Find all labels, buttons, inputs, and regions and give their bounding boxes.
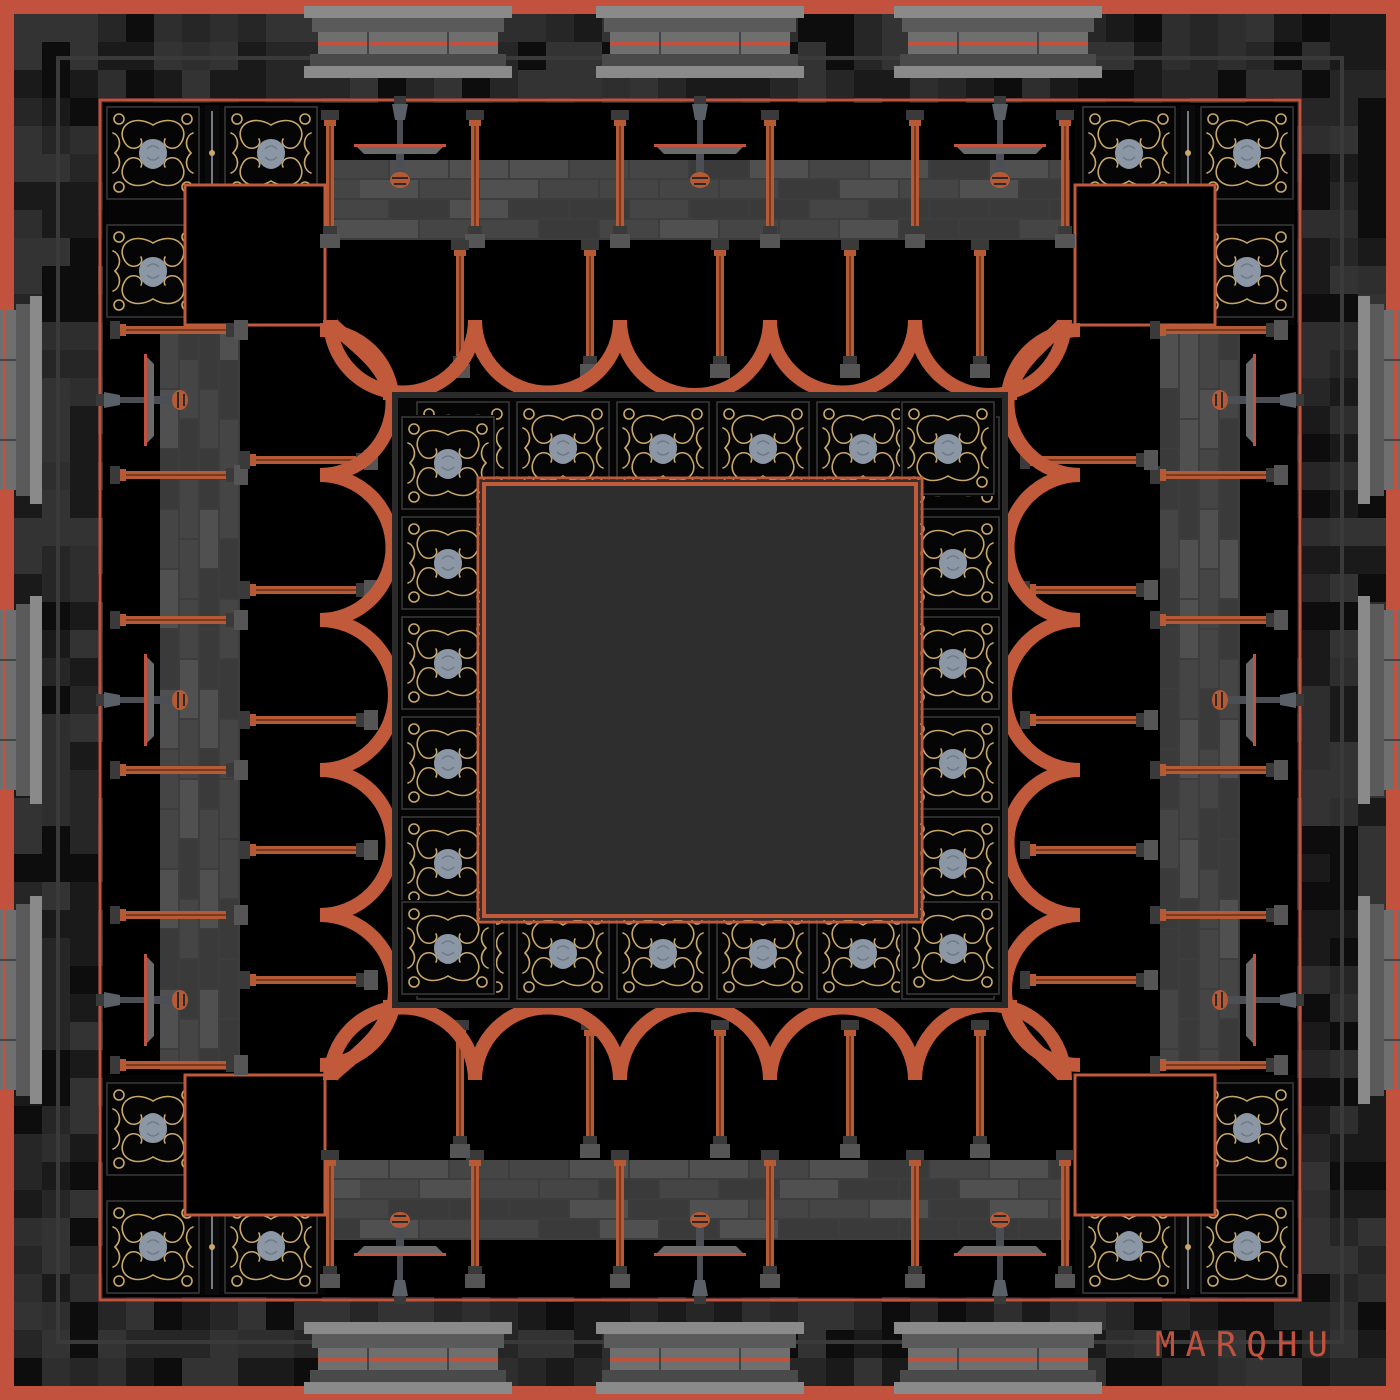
corner-panels: [104, 104, 1296, 1296]
center-panel: [480, 480, 920, 920]
brand-wordmark: MARQHU: [1155, 1325, 1338, 1365]
